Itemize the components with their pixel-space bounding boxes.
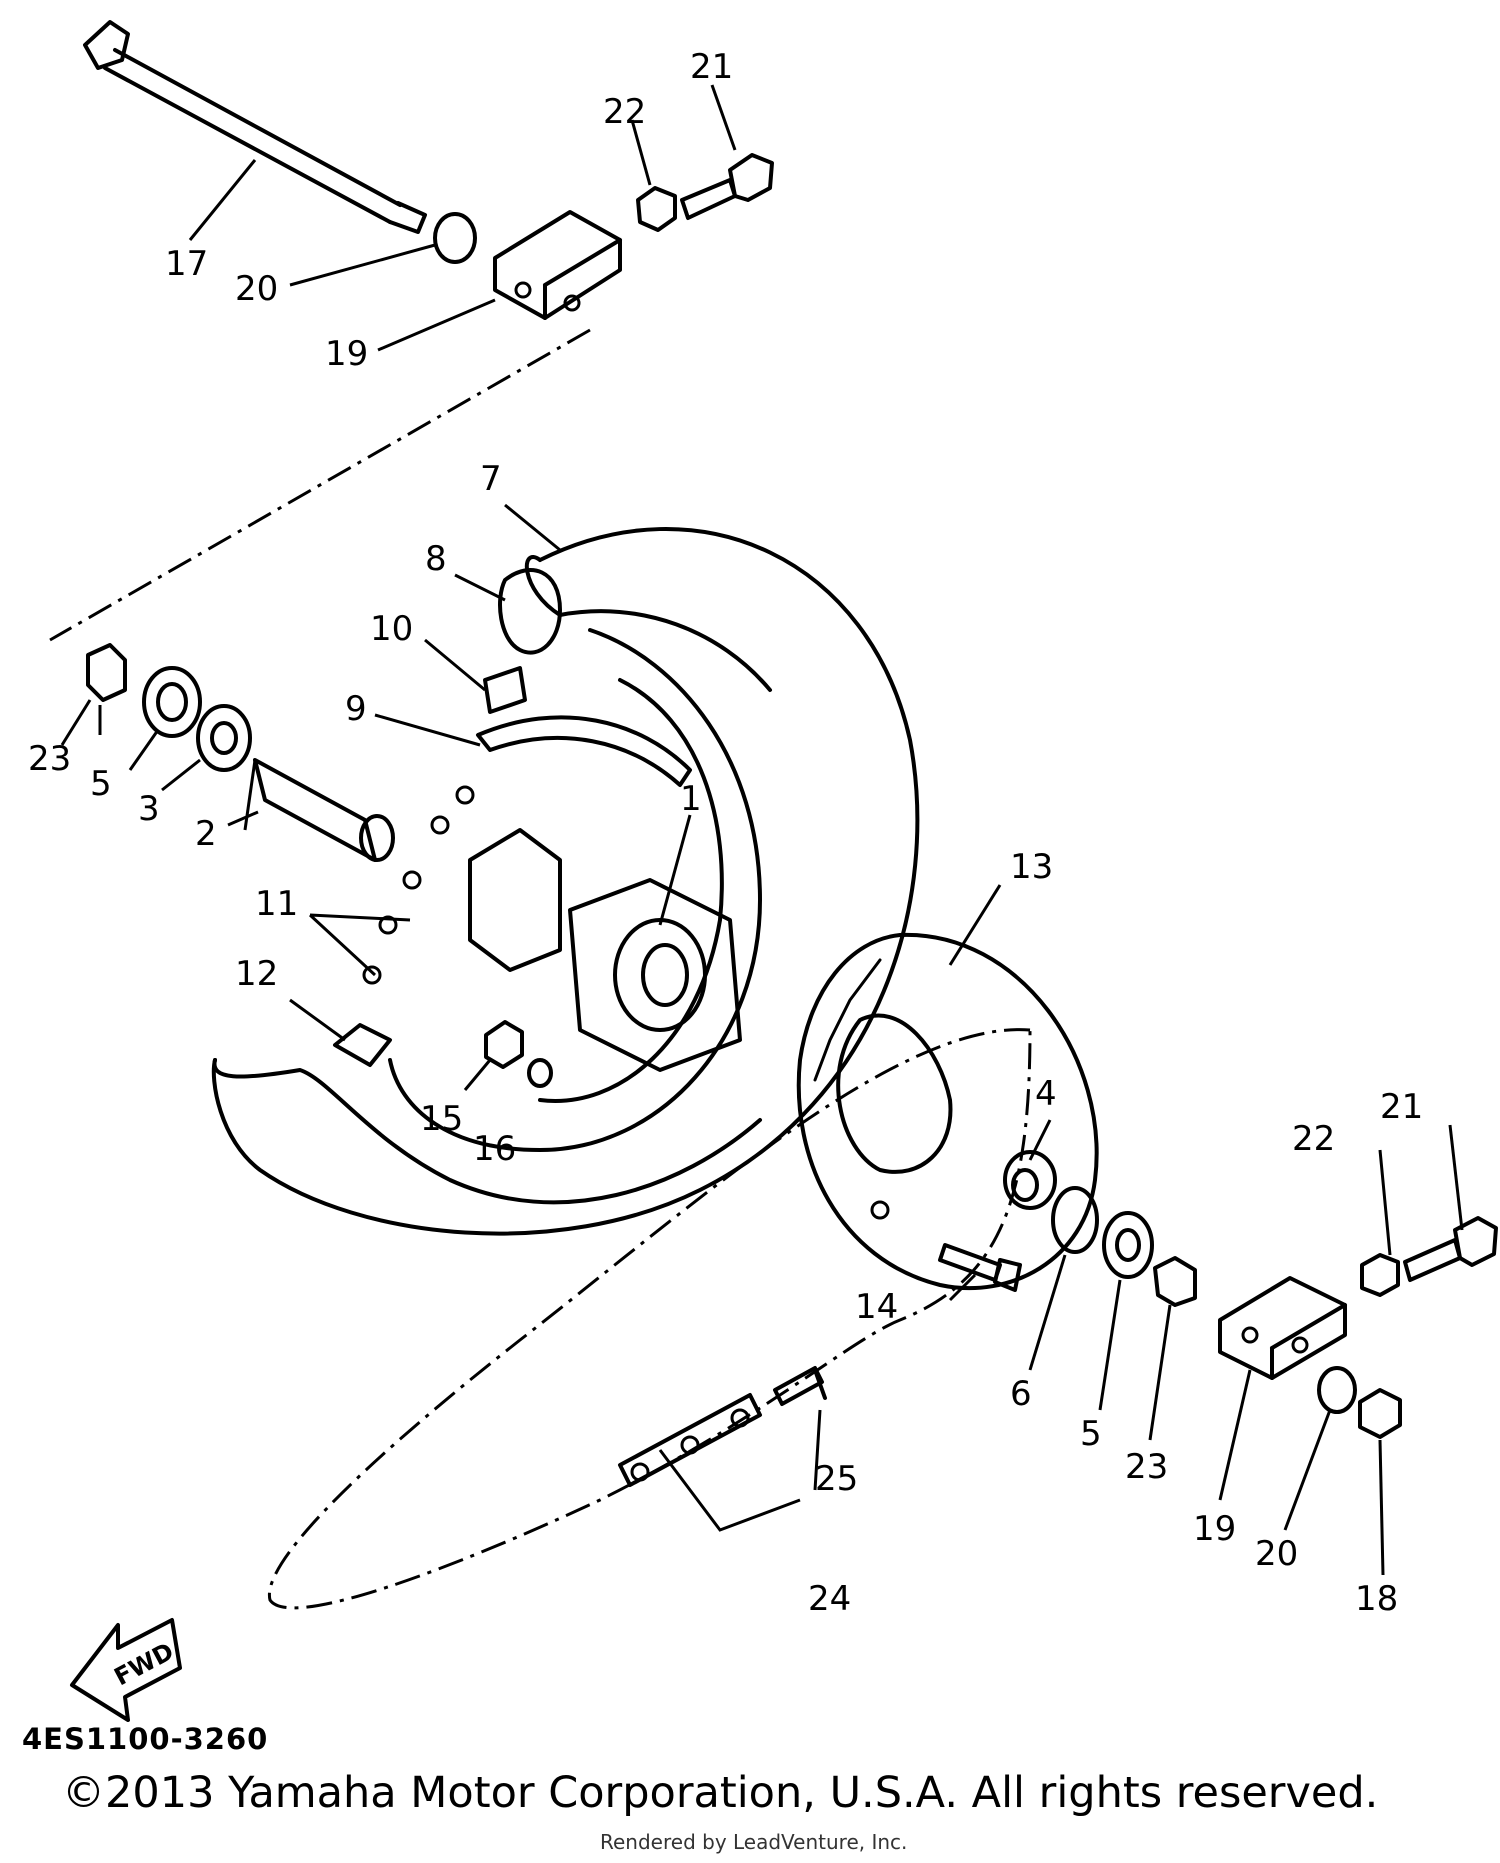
sprocket-bolt [938,1243,1022,1292]
callout-11: 11 [255,884,298,924]
hub-spacer [253,758,395,862]
alignment-line-top [49,328,591,642]
leader-lines [60,84,1464,1576]
callout-14: 14 [855,1287,898,1327]
callout-7: 7 [480,459,502,499]
rim-band [476,715,692,787]
rear-hub [468,828,742,1072]
washer-top [433,212,477,264]
nut-top [636,186,677,232]
callout-20-top: 20 [235,269,278,309]
callout-3: 3 [138,789,160,829]
spoke-bolts [362,785,475,985]
nut-15 [484,1020,524,1069]
callout-10: 10 [370,609,413,649]
drive-chain [267,1028,1032,1610]
callout-12: 12 [235,954,278,994]
callout-23-right: 23 [1125,1447,1168,1487]
callout-5-left: 5 [90,764,112,804]
chain-adjuster-top [493,210,622,320]
callout-15: 15 [420,1099,463,1139]
callout-18: 18 [1355,1579,1398,1619]
oil-seal-left [142,666,202,738]
bolt-top [680,153,774,220]
bearing-left [196,704,252,772]
callout-19-right: 19 [1193,1509,1236,1549]
callout-19-top: 19 [325,334,368,374]
callout-22-top: 22 [603,92,646,132]
rear-axle [83,20,427,234]
callout-21-top: 21 [690,47,733,87]
callout-4: 4 [1035,1074,1057,1114]
chain-adjuster-right [1218,1276,1347,1380]
callout-22-right: 22 [1292,1119,1335,1159]
fwd-arrow: FWD [70,1618,182,1722]
callout-25: 25 [815,1459,858,1499]
rendered-by-notice: Rendered by LeadVenture, Inc. [600,1830,908,1854]
callout-1: 1 [680,779,702,819]
master-link [773,1366,827,1406]
callout-5-right: 5 [1080,1414,1102,1454]
oil-seal-right [1102,1211,1154,1279]
valve-nut [333,1023,392,1067]
rim-band-10 [483,666,527,714]
copyright-notice: ©2013 Yamaha Motor Corporation, U.S.A. A… [62,1768,1379,1818]
callout-20-right: 20 [1255,1534,1298,1574]
callout-23-left: 23 [28,739,71,779]
callout-labels: 1 2 3 4 5 5 6 7 8 9 10 11 12 13 14 15 16… [28,47,1423,1619]
chain-section [618,1393,762,1487]
callout-8: 8 [425,539,447,579]
circlip [1051,1186,1099,1254]
axle-nut [1358,1388,1402,1439]
callout-24: 24 [808,1579,851,1619]
spacer-4 [1003,1150,1057,1210]
callout-9: 9 [345,689,367,729]
diagram-code: 4ES1100-3260 [22,1722,269,1756]
tube [498,568,562,655]
callout-16: 16 [473,1129,516,1169]
nut-right [1360,1253,1400,1297]
collar-right [1153,1256,1197,1307]
rear-tire [211,527,920,1236]
callout-6: 6 [1010,1374,1032,1414]
callout-13: 13 [1010,847,1053,887]
collar-left [86,643,127,702]
callout-17: 17 [165,244,208,284]
bolt-right [1403,1216,1498,1282]
washer-right [1317,1366,1357,1414]
callout-21-right: 21 [1380,1087,1423,1127]
washer-16 [527,1058,553,1088]
callout-2: 2 [195,814,217,854]
